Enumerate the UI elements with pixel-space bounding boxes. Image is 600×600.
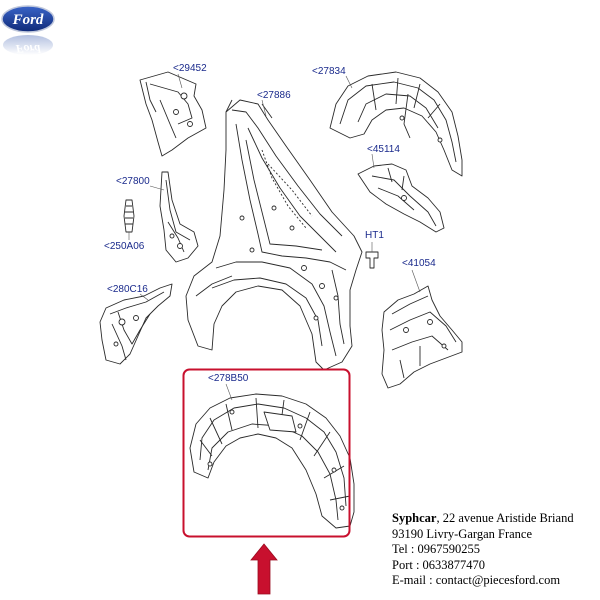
part-250A06: [123, 199, 135, 233]
part-278B50-liner: [189, 393, 355, 529]
label-278B50: <278B50: [208, 373, 249, 384]
label-250A06: <250A06: [104, 241, 145, 252]
part-27800: [159, 171, 199, 263]
leader-lines: [128, 73, 421, 401]
label-45114: <45114: [367, 144, 400, 155]
ford-logo: Ford Ford: [1, 5, 55, 56]
part-280C16: [99, 283, 173, 365]
label-HT1: HT1: [365, 230, 384, 241]
contact-address-line1: Syphcar, 22 avenue Aristide Briand: [392, 511, 598, 527]
contact-address-line2: 93190 Livry-Gargan France: [392, 526, 533, 541]
contact-email: E-mail : contact@piecesford.com: [392, 573, 561, 588]
part-HT1-clip: [365, 251, 379, 269]
part-27834: [329, 71, 463, 177]
label-29452: <29452: [173, 63, 207, 74]
part-29452: [139, 71, 207, 157]
label-41054: <41054: [402, 258, 436, 269]
part-quarter-panel: [185, 99, 363, 371]
label-280C16: <280C16: [107, 284, 148, 295]
label-27834: <27834: [312, 66, 346, 77]
contact-block: Syphcar, 22 avenue Aristide Briand 93190…: [392, 511, 598, 589]
part-41054: [381, 285, 463, 389]
contact-port: Port : 0633877470: [392, 557, 486, 572]
part-45114: [357, 163, 445, 233]
company-name: Syphcar: [392, 511, 437, 525]
address-street: , 22 avenue Aristide Briand: [436, 511, 574, 525]
highlight-box: [182, 368, 351, 538]
contact-tel: Tel : 0967590255: [392, 542, 481, 557]
ford-logo-reflection: Ford: [15, 42, 42, 56]
label-27800: <27800: [116, 176, 150, 187]
ford-logo-text: Ford: [12, 12, 44, 28]
label-27886: <27886: [257, 90, 291, 101]
up-arrow-icon: [250, 543, 278, 595]
